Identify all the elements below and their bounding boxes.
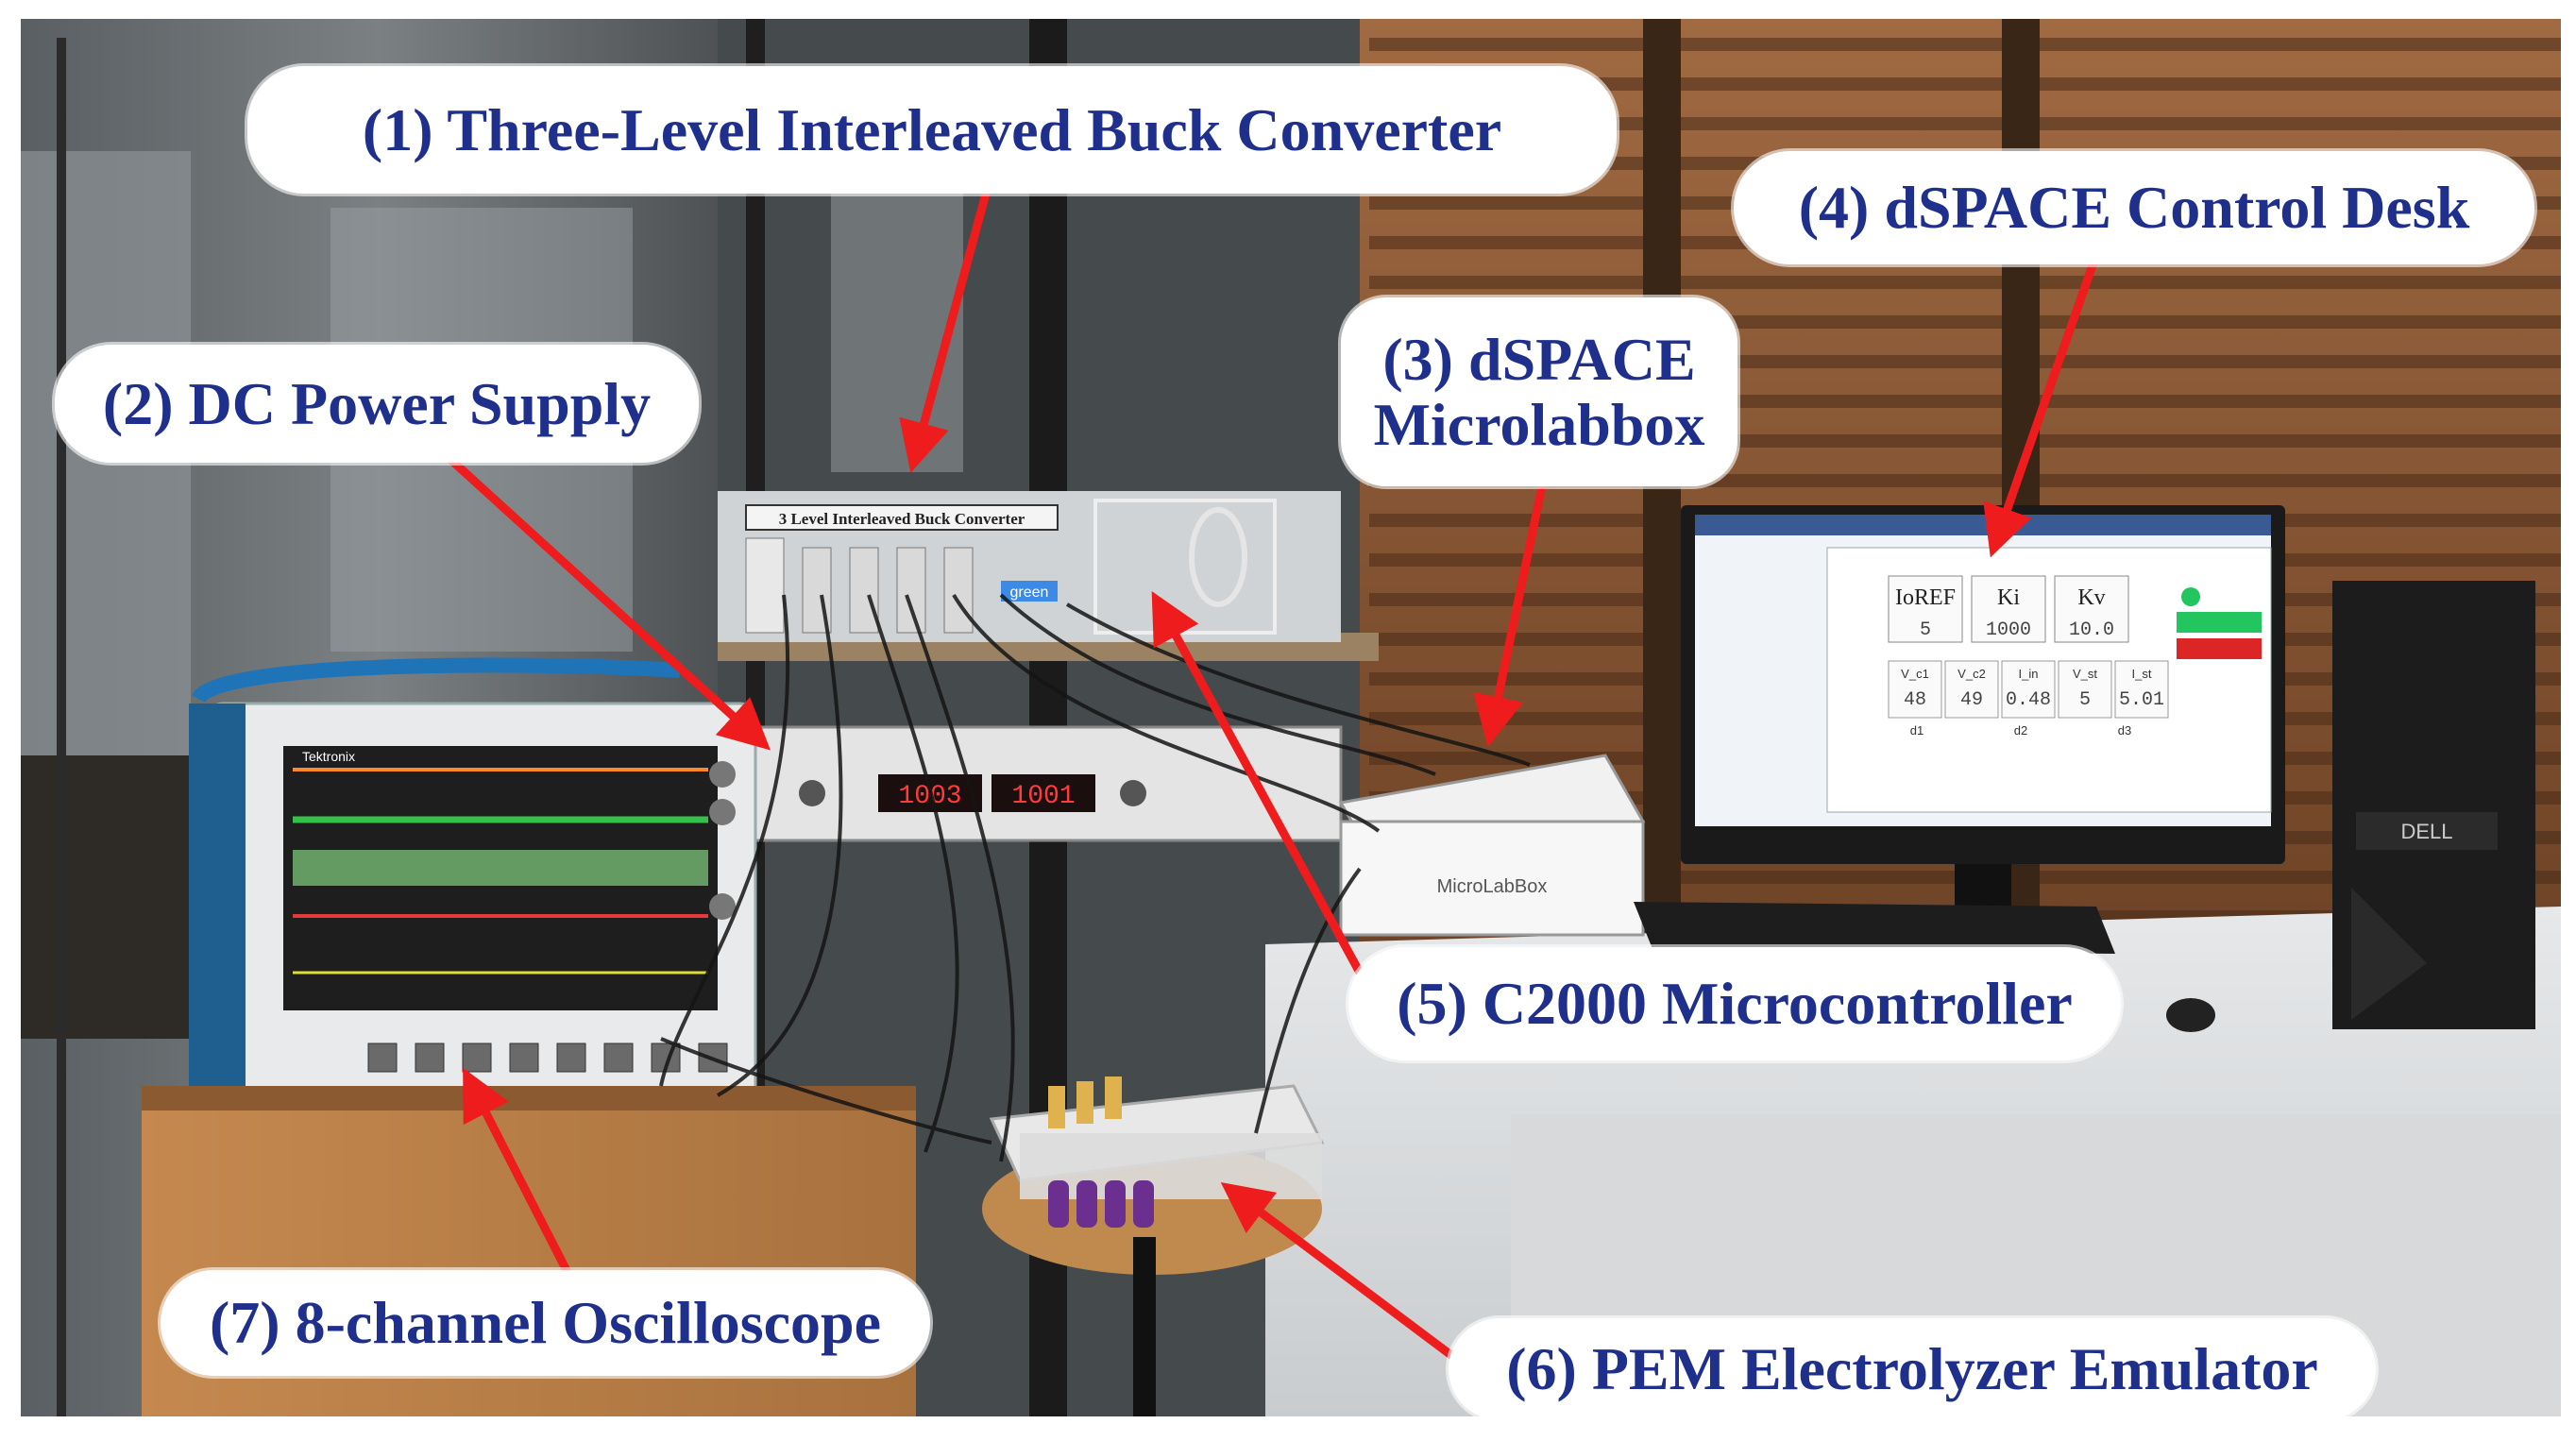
pc-brand: DELL <box>2400 820 2452 843</box>
measurement-label: I_st <box>2132 667 2152 681</box>
plot-label: d2 <box>2014 723 2027 737</box>
scope-port <box>509 1043 539 1073</box>
inductor-coil <box>1189 507 1247 607</box>
pointer-arrows <box>440 178 2106 1368</box>
arrow-3 <box>1473 476 1549 748</box>
label-buck-converter-text: (1) Three-Level Interleaved Buck Convert… <box>362 95 1502 163</box>
dark-cabinet <box>21 755 191 1039</box>
dspace-control-desk-monitor: IoREF 5 Ki 1000 Kv 10.0 V_c1 48 V_c2 49 I_in… <box>1681 505 2285 941</box>
label-control-desk: (4) dSPACE Control Desk <box>1734 151 2534 264</box>
plot-label: d3 <box>2118 723 2131 737</box>
cabinet-top <box>142 1086 916 1110</box>
screen-header-ioref: IoREF <box>1895 585 1956 610</box>
scope-port <box>367 1043 398 1073</box>
measurement-value: 5.01 <box>2119 689 2164 711</box>
label-pem-emulator: (6) PEM Electrolyzer Emulator <box>1449 1318 2376 1420</box>
label-microlabbox-line1: (3) dSPACE <box>1382 325 1696 393</box>
measurement-cells: V_c1 48 V_c2 49 I_in 0.48 V_st 5 I_st 5.01 <box>1888 660 2169 719</box>
label-oscilloscope-text: (7) 8-channel Oscilloscope <box>209 1289 882 1357</box>
plot-labels: d1 d2 d3 <box>1910 723 2131 737</box>
arrow-7 <box>463 1067 581 1292</box>
measurement-value: 0.48 <box>2006 689 2051 711</box>
screen-header-ki: Ki <box>1997 585 2020 610</box>
labbox-brand: MicroLabBox <box>1437 876 1548 897</box>
oscilloscope: Tektronix <box>189 657 757 1140</box>
scope-channel-ports <box>367 1043 728 1073</box>
label-control-desk-text: (4) dSPACE Control Desk <box>1798 174 2470 242</box>
arrow-4 <box>1983 239 2106 558</box>
arrow-6 <box>1220 1182 1466 1368</box>
blind-frame <box>1643 19 1681 963</box>
arrow-1 <box>899 178 994 473</box>
measurement-cell <box>2058 660 2112 719</box>
label-dc-power-supply-text: (2) DC Power Supply <box>102 369 652 437</box>
scope-port <box>556 1043 586 1073</box>
screen-cell <box>1888 575 1963 643</box>
screen-cell <box>2054 575 2129 643</box>
measurement-label: I_in <box>2019 667 2039 681</box>
supply-display-current-text: 1001 <box>1011 782 1075 811</box>
plot-label: d1 <box>1910 723 1924 737</box>
measurement-cell <box>2114 660 2169 719</box>
mouse <box>2166 998 2215 1032</box>
screen-cell <box>1971 575 2046 643</box>
measurement-cell <box>1888 660 1942 719</box>
scope-trace <box>293 850 708 886</box>
cables <box>659 593 1531 1162</box>
screen-header-kv: Kv <box>2077 585 2105 610</box>
arrow-2 <box>440 449 771 751</box>
label-c2000-text: (5) C2000 Microcontroller <box>1397 970 2073 1038</box>
measurement-label: V_c1 <box>1901 667 1929 681</box>
screen-value-ioref: 5 <box>1920 619 1931 641</box>
measurement-label: V_st <box>2073 667 2097 681</box>
label-oscilloscope: (7) 8-channel Oscilloscope <box>161 1270 930 1376</box>
scope-port <box>651 1043 681 1073</box>
measurement-cell <box>1944 660 1999 719</box>
blind-slat <box>1369 38 2561 51</box>
supply-knob <box>799 780 825 806</box>
supply-display-current <box>991 774 1095 812</box>
red-button <box>2177 638 2262 659</box>
converter-board-title: 3 Level Interleaved Buck Converter <box>779 510 1025 528</box>
board-module <box>896 547 926 634</box>
measurement-value: 48 <box>1904 689 1926 711</box>
label-buck-converter: (1) Three-Level Interleaved Buck Convert… <box>247 66 1617 194</box>
label-c2000: (5) C2000 Microcontroller <box>1348 947 2121 1060</box>
board-badge <box>1001 581 1058 602</box>
frame-post <box>57 38 66 1416</box>
screen-value-ki: 1000 <box>1986 619 2031 641</box>
electrical-panel <box>831 189 963 472</box>
scope-brand: Tektronix <box>302 749 355 764</box>
keyboard <box>1634 902 2115 954</box>
measurement-label: V_c2 <box>1957 667 1986 681</box>
stool-leg <box>1133 1237 1156 1416</box>
label-microlabbox: (3) dSPACE Microlabbox <box>1341 297 1737 486</box>
label-microlabbox-line2: Microlabbox <box>1373 391 1705 458</box>
board-badge-text: green <box>1010 585 1049 601</box>
supply-knob <box>1120 780 1146 806</box>
label-dc-power-supply: (2) DC Power Supply <box>55 345 699 463</box>
scope-port <box>415 1043 445 1073</box>
green-button <box>2177 612 2262 633</box>
measurement-value: 49 <box>1960 689 1983 711</box>
scope-port <box>698 1043 728 1073</box>
scope-port <box>462 1043 492 1073</box>
measurement-cell <box>2001 660 2056 719</box>
status-led <box>2181 587 2200 606</box>
converter-board-title-plate <box>745 504 1059 531</box>
blind-slat <box>1369 276 2561 289</box>
arrow-5 <box>1151 591 1364 975</box>
control-desk-toolbar <box>1695 515 2271 535</box>
dspace-microlabbox: MicroLabBox <box>1338 754 1646 937</box>
screen-value-kv: 10.0 <box>2069 619 2114 641</box>
pc-tower: DELL <box>2332 581 2535 1029</box>
pem-electrolyzer-emulator <box>989 1077 1325 1228</box>
label-pem-emulator-text: (6) PEM Electrolyzer Emulator <box>1506 1335 2318 1403</box>
board-module <box>943 547 974 634</box>
board-module <box>849 547 879 634</box>
scope-port <box>603 1043 634 1073</box>
board-module <box>745 537 785 634</box>
measurement-value: 5 <box>2079 689 2091 711</box>
